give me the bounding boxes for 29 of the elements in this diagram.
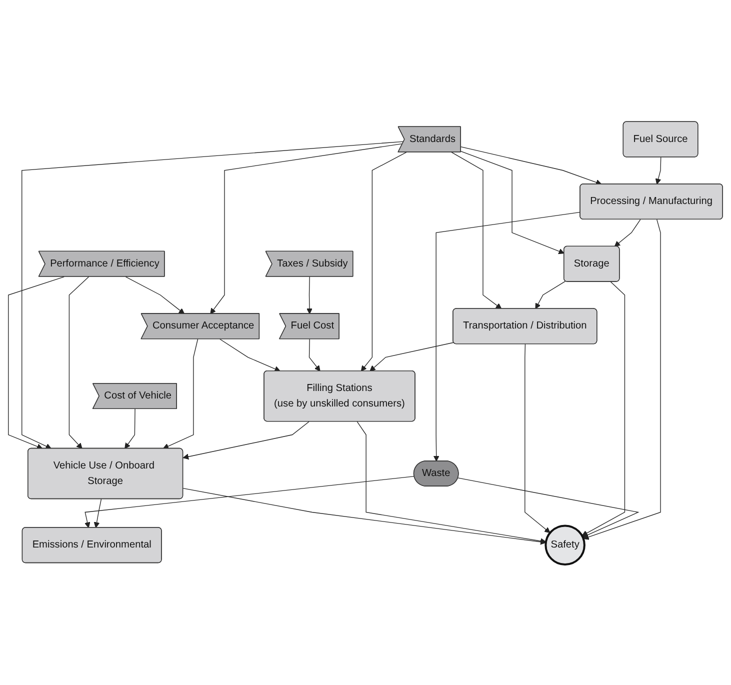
arrow	[182, 488, 546, 544]
arrow	[162, 338, 198, 449]
arrow	[306, 276, 312, 314]
arrow	[655, 156, 662, 184]
arrow	[370, 342, 454, 371]
node-circle: Safety	[544, 524, 586, 565]
arrow	[451, 151, 502, 309]
arrow	[94, 498, 102, 528]
arrow	[360, 151, 407, 371]
arrow	[614, 218, 641, 246]
arrow	[22, 140, 404, 448]
arrow	[524, 343, 550, 533]
arrow	[182, 420, 310, 460]
arrow	[460, 146, 602, 185]
arrow	[535, 280, 566, 309]
arrow	[68, 276, 90, 448]
arrow	[210, 142, 404, 314]
arrow	[124, 408, 136, 448]
arrow	[582, 281, 626, 536]
arrow	[583, 218, 661, 540]
arrow	[433, 211, 581, 461]
arrow	[460, 150, 564, 254]
arrow	[308, 338, 320, 371]
arrow	[125, 276, 185, 314]
arrow	[458, 477, 640, 538]
arrow	[356, 420, 546, 544]
arrow	[8, 276, 64, 449]
arrow	[220, 338, 280, 372]
arrow	[84, 475, 415, 528]
